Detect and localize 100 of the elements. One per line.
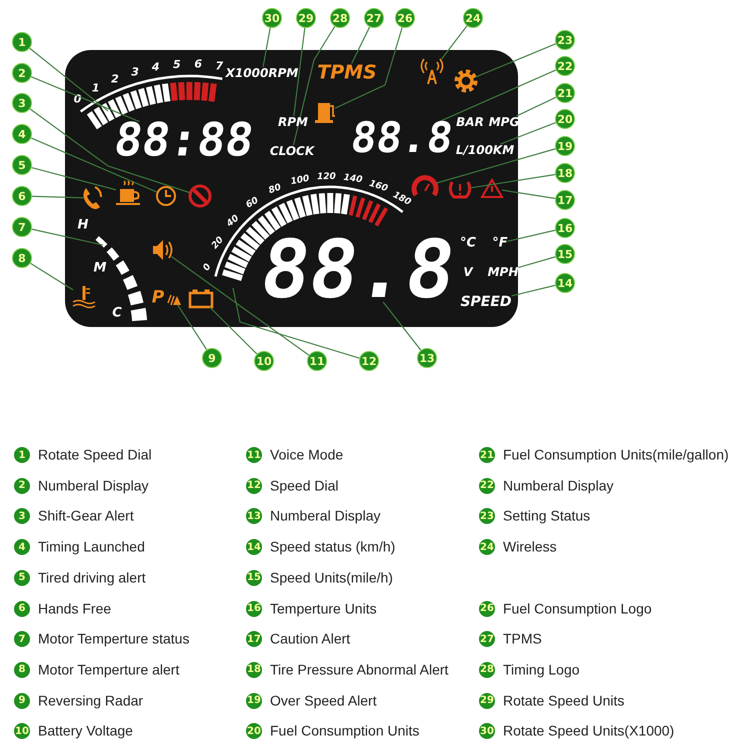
dial-number: 3 bbox=[131, 65, 139, 78]
callout-number: 18 bbox=[246, 662, 262, 678]
digit-display: 88:88 bbox=[112, 122, 256, 158]
unit-label: RPM bbox=[278, 116, 308, 128]
dial-number: 0 bbox=[202, 262, 214, 273]
legend-text: Setting Status bbox=[503, 508, 590, 524]
callout-number: 14 bbox=[246, 539, 262, 556]
callout-number: 21 bbox=[555, 83, 575, 103]
legend-text: Timing Logo bbox=[503, 662, 580, 678]
legend-text: Speed Units(mile/h) bbox=[270, 570, 393, 586]
legend-text: Reversing Radar bbox=[38, 692, 144, 708]
unit-label: V bbox=[463, 266, 473, 278]
speedometer-alert-icon bbox=[412, 175, 438, 196]
battery-icon bbox=[188, 290, 214, 308]
leader-line bbox=[32, 167, 116, 190]
unit-label: MPG bbox=[488, 116, 520, 128]
leader-line bbox=[32, 196, 84, 198]
radar-icon bbox=[167, 294, 181, 306]
callout-number: 13 bbox=[417, 348, 437, 368]
legend-text: TPMS bbox=[503, 632, 542, 647]
legend-text: Numberal Display bbox=[270, 508, 380, 524]
leader-line bbox=[516, 96, 556, 116]
legend-text: Rotate Speed Units bbox=[503, 692, 624, 708]
unit-label: °C bbox=[460, 236, 476, 250]
callout-number: 23 bbox=[479, 508, 495, 524]
leader-line bbox=[382, 302, 422, 350]
dial-number: 120 bbox=[316, 172, 336, 182]
dial-number: 40 bbox=[225, 214, 242, 230]
warning-triangle-icon bbox=[480, 178, 504, 198]
legend-text: Numberal Display bbox=[503, 478, 614, 494]
callout-number: 28 bbox=[479, 662, 495, 678]
legend-text: Fuel Consumption Units bbox=[270, 724, 420, 739]
gauge-letter: C bbox=[112, 306, 122, 320]
callout-number: 21 bbox=[479, 447, 495, 463]
wireless-icon bbox=[420, 58, 444, 85]
dial-number: 20 bbox=[210, 235, 226, 252]
leader-line bbox=[177, 304, 208, 350]
legend-text: Wireless bbox=[503, 539, 557, 555]
callout-number: 17 bbox=[246, 631, 262, 648]
callout-number: 6 bbox=[14, 600, 30, 616]
callout-number: 5 bbox=[12, 155, 32, 175]
parking-letter: P bbox=[152, 290, 164, 306]
legend-text: Fuel Consumption Logo bbox=[503, 600, 652, 616]
leader-line bbox=[470, 174, 556, 189]
dial-number: 7 bbox=[216, 60, 224, 73]
dial-number: 4 bbox=[152, 60, 160, 74]
legend-text: Fuel Consumption Units(mile/gallon) bbox=[503, 447, 729, 463]
callout-number: 18 bbox=[555, 163, 575, 183]
dial-number: 6 bbox=[194, 58, 202, 71]
legend-text: Speed status (km/h) bbox=[270, 539, 396, 555]
leader-line bbox=[500, 122, 556, 145]
callout-number: 12 bbox=[359, 351, 379, 371]
dial-number: 140 bbox=[342, 172, 363, 186]
legend-text: Shift-Gear Alert bbox=[38, 508, 134, 524]
dial-number: 100 bbox=[290, 174, 310, 188]
gauge-letter: M bbox=[94, 260, 106, 276]
leader-line bbox=[31, 76, 140, 122]
callout-number: 26 bbox=[395, 8, 415, 28]
leader-line bbox=[29, 48, 108, 112]
callout-number: 4 bbox=[14, 539, 30, 556]
legend-text: Caution Alert bbox=[270, 632, 350, 647]
callout-number: 17 bbox=[555, 190, 575, 210]
callout-number: 13 bbox=[246, 508, 262, 524]
callout-number: 16 bbox=[246, 600, 262, 616]
unit-label: X1000RPM bbox=[226, 67, 298, 79]
leader-line bbox=[209, 306, 258, 354]
callout-number: 24 bbox=[463, 8, 483, 28]
dial-number: 5 bbox=[173, 58, 181, 71]
legend-text: Motor Temperture status bbox=[38, 632, 190, 647]
callout-number: 27 bbox=[479, 631, 495, 648]
legend-text: Voice Mode bbox=[270, 447, 344, 463]
leader-line bbox=[440, 70, 556, 122]
unit-label: BAR bbox=[456, 116, 484, 128]
legend-text: Battery Voltage bbox=[38, 724, 133, 739]
callout-number: 20 bbox=[246, 723, 262, 740]
callout-number: 19 bbox=[246, 692, 262, 709]
phone-icon bbox=[83, 186, 102, 210]
callout-number: 29 bbox=[296, 8, 316, 28]
callout-number: 7 bbox=[14, 631, 30, 648]
callout-number: 1 bbox=[14, 447, 30, 463]
callout-number: 7 bbox=[12, 217, 32, 237]
leader-line bbox=[292, 26, 336, 146]
callout-number: 29 bbox=[479, 692, 495, 709]
leader-line bbox=[32, 228, 104, 246]
legend-text: Numberal Display bbox=[38, 478, 148, 494]
callout-number: 16 bbox=[555, 218, 575, 238]
dial-number: 1 bbox=[92, 81, 100, 94]
callout-number: 28 bbox=[330, 8, 350, 28]
unit-label: L/100KM bbox=[456, 144, 514, 156]
dial-number: 180 bbox=[391, 190, 412, 208]
thermometer-icon bbox=[72, 286, 96, 308]
callout-number: 26 bbox=[479, 600, 495, 616]
callout-number: 30 bbox=[262, 8, 282, 28]
speaker-icon bbox=[153, 240, 172, 260]
callout-number: 10 bbox=[254, 351, 274, 371]
dial-number: 80 bbox=[267, 182, 283, 196]
callout-number: 22 bbox=[555, 56, 575, 76]
digit-display: 88.8 bbox=[257, 238, 459, 302]
callout-number: 19 bbox=[555, 136, 575, 156]
legend-text: Tired driving alert bbox=[38, 570, 146, 586]
